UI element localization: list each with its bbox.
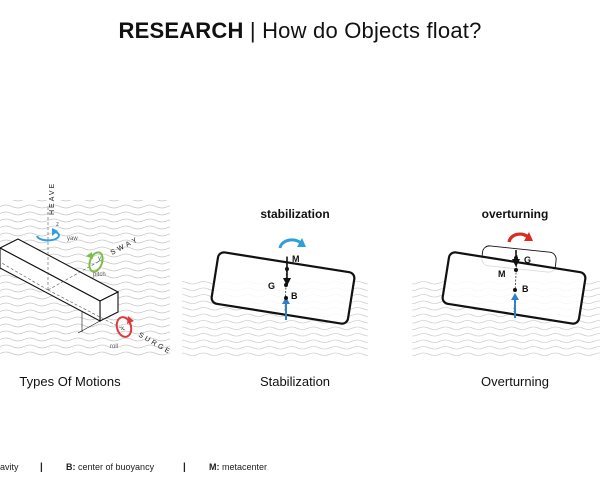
heave-label: HEAVE (49, 182, 56, 215)
overturning-m-point (514, 268, 518, 272)
legend-meta-text: metacenter (222, 462, 268, 472)
stabilization-panel: stabilization M G B (182, 207, 368, 358)
overturning-rotate-arrow-icon (507, 232, 533, 243)
title-separator: | (249, 18, 256, 43)
legend-separator-2: | (183, 462, 186, 473)
overturning-b-point (513, 288, 517, 292)
overturning-panel: overturning G M B (412, 207, 600, 358)
surge-arrow-icon (115, 316, 134, 338)
stabilization-g-point (284, 283, 288, 287)
overturning-g-label: G (524, 255, 531, 265)
z-label: z (56, 222, 59, 228)
title-bold: RESEARCH (118, 18, 244, 43)
y-label: y (98, 256, 101, 262)
stabilization-g-label: G (268, 281, 275, 291)
legend-metacenter: M: metacenter (209, 462, 267, 472)
heave-arrow-icon (36, 228, 60, 242)
legend-gravity-text: avity (0, 462, 19, 472)
overturning-axis (513, 254, 518, 313)
legend: avity | B: center of buoyancy | M: metac… (0, 462, 600, 476)
overturning-g-point (514, 256, 518, 260)
stabilization-caption: Stabilization (259, 374, 331, 389)
motions-caption: Types Of Motions (19, 374, 121, 389)
stabilization-m-point (285, 267, 289, 271)
motions-panel: HEAVE z yaw SWAY y pitch SURGE x roll (0, 182, 173, 358)
legend-buoyancy-text: center of buoyancy (78, 462, 155, 472)
stabilization-b-point (284, 296, 288, 300)
page-title: RESEARCH | How do Objects float? (0, 18, 600, 44)
legend-buoyancy: B: center of buoyancy (66, 462, 154, 472)
stabilization-heading: stabilization (260, 207, 329, 221)
legend-meta-key: M: (209, 462, 220, 472)
overturning-m-label: M (498, 269, 506, 279)
sway-arrow-icon (86, 251, 104, 273)
roll-label: roll (110, 344, 118, 350)
overturning-caption: Overturning (481, 374, 549, 389)
overturning-b-label: B (522, 284, 529, 294)
stabilization-m-label: M (292, 254, 300, 264)
overturning-heading: overturning (482, 207, 549, 221)
pitch-label: pitch (93, 272, 106, 278)
stabilization-b-label: B (291, 291, 298, 301)
stabilization-rotate-arrow-icon (278, 238, 306, 249)
title-rest: How do Objects float? (262, 18, 482, 43)
legend-separator-1: | (40, 462, 43, 473)
motion-axes (0, 205, 126, 331)
yaw-label: yaw (67, 236, 78, 242)
x-label: x (121, 326, 124, 332)
legend-buoyancy-key: B: (66, 462, 76, 472)
floating-box (0, 238, 120, 334)
